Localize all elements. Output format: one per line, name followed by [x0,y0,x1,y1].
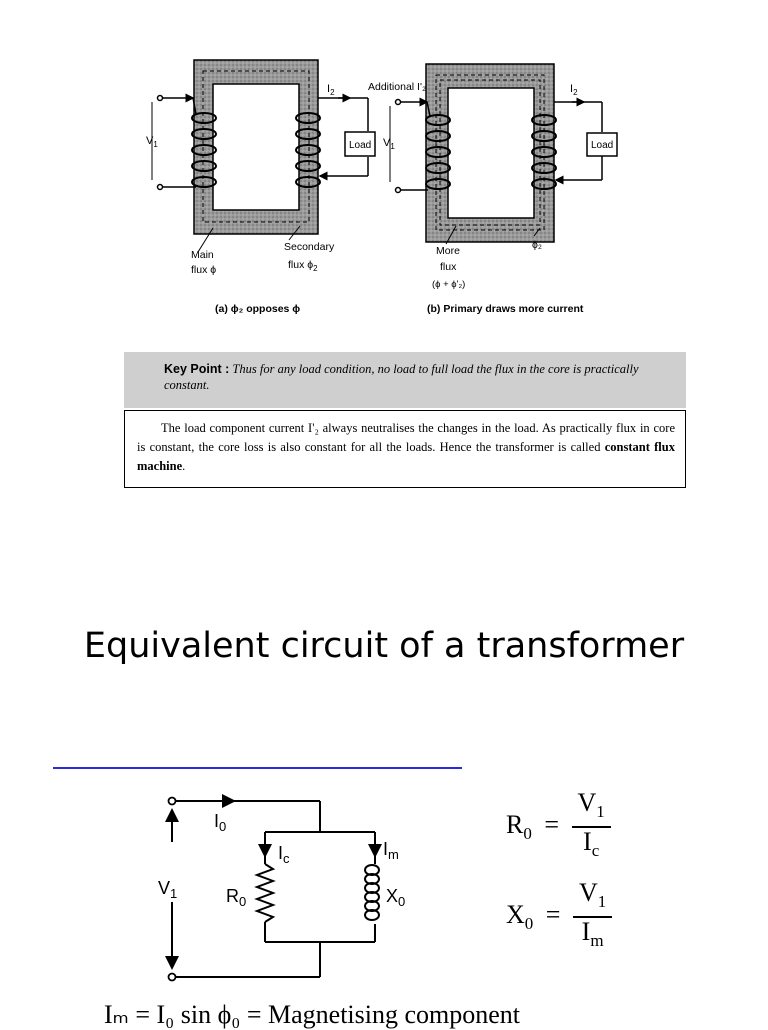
secondary-coil-a [295,112,321,188]
main-flux-pointer [197,227,214,253]
r0-lhs: R0 [506,810,532,844]
main-flux-label: Main flux ϕ [191,249,217,276]
im-label: Im [383,839,399,862]
note-text: The load component current I'₂ always ne… [137,421,675,454]
primary-coil-b [425,114,451,190]
primary-leads-a [151,93,197,191]
secondary-flux-pointer [288,225,301,241]
load-label-a: Load [349,140,371,151]
r0-equation: R0 = V1 Ic [506,790,611,864]
more-flux-pointer [445,225,457,245]
terminal-bottom [167,972,177,982]
figure-a: V1 I2 Load Main flux ϕ Secondary flux ϕ2… [146,59,376,315]
v1-label-a: V1 [146,135,158,149]
primary-leads-b [389,97,431,194]
x0-label: X0 [386,886,405,909]
primary-coil-a [191,112,217,188]
x0-equals: = [545,900,561,930]
x0-denominator: Im [581,917,604,951]
secondary-leads-a [318,93,369,181]
load-box-a [344,131,376,157]
x0-lhs: X0 [506,900,534,934]
inductor-x0 [364,864,380,921]
note-emphasis-flux-machine: flux machine [137,440,675,473]
circuit-wires [165,794,382,978]
ic-label: Ic [278,843,290,866]
hyperlink-underline[interactable] [53,767,462,769]
core-b [425,63,555,243]
i2-label-b: I2 [570,83,578,97]
r0-numerator: V1 [571,790,611,829]
r0-denominator: Ic [583,827,600,861]
i2-label-a: I2 [327,83,335,97]
more-flux-label: More flux (ϕ + ϕ'₂) [432,245,465,290]
phi2-pointer-b [533,227,541,237]
caption-a: (a) ϕ₂ opposes ϕ [215,303,300,315]
x0-numerator: V1 [572,880,613,919]
secondary-flux-label: Secondary flux ϕ2 [284,241,337,273]
v1-label-circuit: V1 [158,878,177,901]
terminal-top [167,796,177,806]
figure-b: V1 Additional I'₂ I2 Load More flux (ϕ +… [368,63,618,315]
r0-equals: = [544,810,560,840]
v1-label-b: V1 [383,137,395,151]
note-box: The load component current I'₂ always ne… [124,410,686,488]
phi2-label-b: ϕ₂ [532,239,542,251]
key-point-box: Key Point : Thus for any load condition,… [124,352,686,408]
key-point-text: Thus for any load condition, no load to … [164,362,639,392]
resistor-r0 [254,863,276,923]
section-heading: Equivalent circuit of a transformer [83,626,685,666]
additional-current-label: Additional I'₂ [368,81,426,93]
x0-equation: X0 = V1 Im [506,880,613,954]
note-end: . [182,459,186,473]
r0-label: R0 [226,886,246,909]
key-point-label: Key Point : [164,362,230,376]
magnetising-component-formula: Iₘ = I₀ sin ϕ₀ = Magnetising component [104,1000,521,1029]
i0-label: I0 [214,811,226,834]
caption-b: (b) Primary draws more current [427,303,584,315]
load-label-b: Load [591,140,613,151]
equivalent-circuit: I0 Ic Im V1 R0 X0 [158,794,405,982]
note-emphasis-constant: constant [604,440,655,454]
transformer-figures: V1 I2 Load Main flux ϕ Secondary flux ϕ2… [146,59,618,315]
x0-fraction: V1 Im [572,880,613,954]
load-box-b [586,132,618,157]
r0-fraction: V1 Ic [571,790,611,864]
secondary-leads-b [554,97,603,185]
